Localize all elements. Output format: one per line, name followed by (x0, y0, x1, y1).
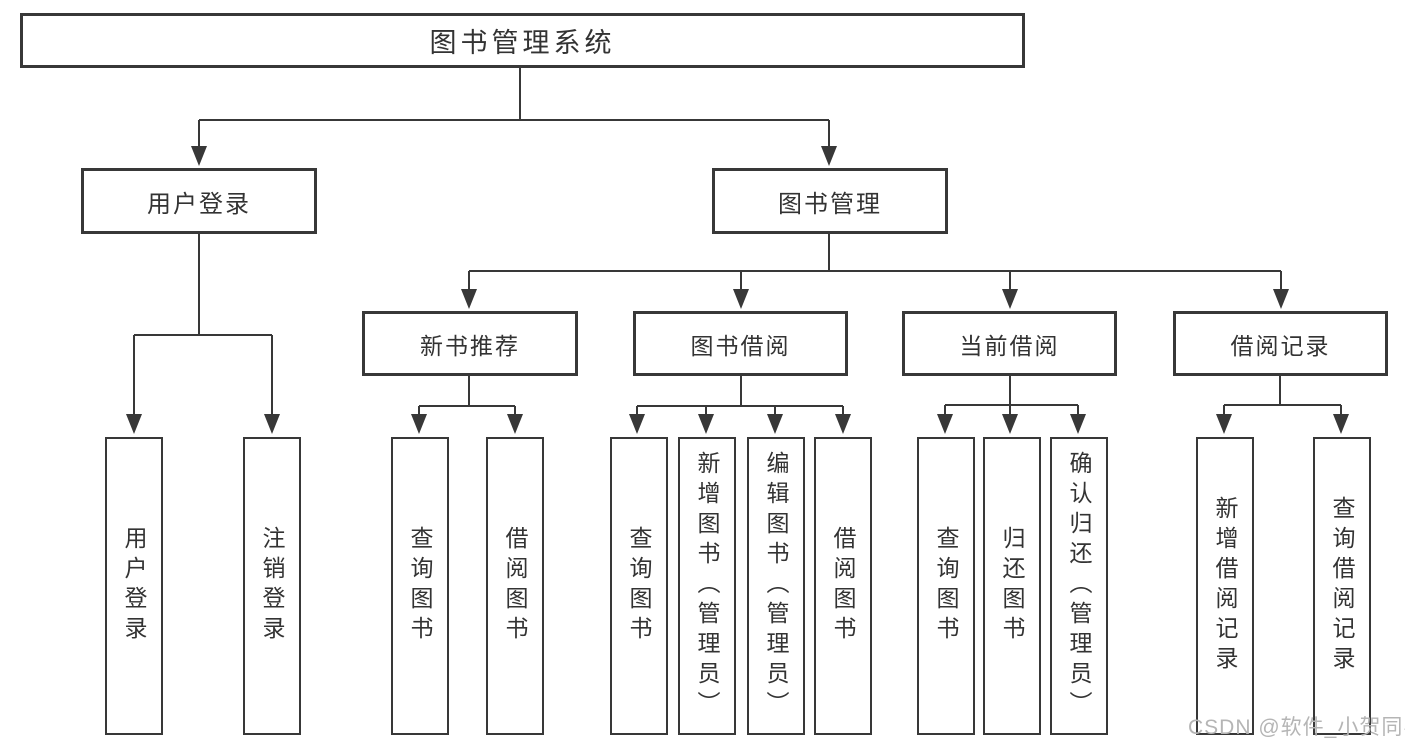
leaf-logout-label: 注销登录 (259, 526, 285, 646)
leaf-user-login: 用户登录 (105, 437, 163, 735)
node-user-login: 用户登录 (81, 168, 317, 234)
node-borrowing-records-label: 借阅记录 (1230, 332, 1331, 359)
node-book-management-label: 图书管理 (778, 190, 882, 218)
node-root: 图书管理系统 (20, 13, 1025, 68)
node-book-borrowing: 图书借阅 (633, 311, 848, 376)
leaf-edit-books-admin-label: 编辑图书（管理员） (763, 451, 789, 721)
leaf-query-books-recommend: 查询图书 (391, 437, 449, 735)
leaf-borrow-books-recommend: 借阅图书 (486, 437, 544, 735)
node-book-management: 图书管理 (712, 168, 948, 234)
leaf-query-books-current-label: 查询图书 (933, 526, 959, 646)
leaf-return-books: 归还图书 (983, 437, 1041, 735)
leaf-add-borrow-record-label: 新增借阅记录 (1212, 496, 1238, 676)
node-root-label: 图书管理系统 (429, 28, 616, 58)
leaf-borrow-books-recommend-label: 借阅图书 (502, 526, 528, 646)
watermark: CSDN @软件_小贺同学 (1188, 716, 1405, 739)
leaf-return-books-label: 归还图书 (999, 526, 1025, 646)
node-borrowing-records: 借阅记录 (1173, 311, 1388, 376)
leaf-query-books-recommend-label: 查询图书 (407, 526, 433, 646)
leaf-user-login-label: 用户登录 (121, 526, 147, 646)
leaf-add-books-admin: 新增图书（管理员） (678, 437, 736, 735)
leaf-query-books-borrowing-label: 查询图书 (626, 526, 652, 646)
leaf-confirm-return-admin-label: 确认归还（管理员） (1066, 451, 1092, 721)
node-current-borrowing-label: 当前借阅 (959, 332, 1060, 359)
leaf-confirm-return-admin: 确认归还（管理员） (1050, 437, 1108, 735)
node-user-login-label: 用户登录 (147, 190, 251, 218)
node-book-borrowing-label: 图书借阅 (690, 332, 791, 359)
leaf-query-books-current: 查询图书 (917, 437, 975, 735)
leaf-borrow-books-borrowing-label: 借阅图书 (830, 526, 856, 646)
node-current-borrowing: 当前借阅 (902, 311, 1117, 376)
leaf-add-borrow-record: 新增借阅记录 (1196, 437, 1254, 735)
node-new-book-recommendation: 新书推荐 (362, 311, 578, 376)
leaf-query-books-borrowing: 查询图书 (610, 437, 668, 735)
leaf-borrow-books-borrowing: 借阅图书 (814, 437, 872, 735)
leaf-add-books-admin-label: 新增图书（管理员） (694, 451, 720, 721)
leaf-query-borrow-record-label: 查询借阅记录 (1329, 496, 1355, 676)
leaf-query-borrow-record: 查询借阅记录 (1313, 437, 1371, 735)
leaf-edit-books-admin: 编辑图书（管理员） (747, 437, 805, 735)
node-new-book-recommendation-label: 新书推荐 (420, 332, 520, 359)
leaf-logout: 注销登录 (243, 437, 301, 735)
